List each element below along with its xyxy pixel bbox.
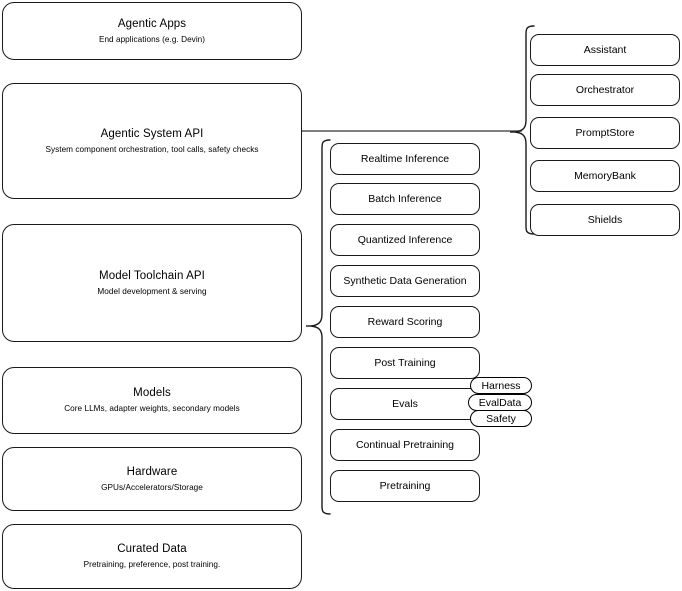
stack-layer-curated-data[interactable]: Curated Data Pretraining, preference, po…: [2, 524, 302, 589]
layer-subtitle: Model development & serving: [97, 286, 207, 296]
toolchain-component-realtime-inference[interactable]: Realtime Inference: [330, 143, 480, 175]
layer-subtitle: GPUs/Accelerators/Storage: [101, 482, 203, 492]
toolchain-component-post-training[interactable]: Post Training: [330, 347, 480, 379]
layer-title: Hardware: [126, 465, 178, 478]
toolchain-component-synthetic-data-generation[interactable]: Synthetic Data Generation: [330, 265, 480, 297]
agentic-component-orchestrator[interactable]: Orchestrator: [530, 74, 680, 106]
component-label: Pretraining: [379, 480, 431, 492]
layer-subtitle: Core LLMs, adapter weights, secondary mo…: [64, 404, 240, 413]
component-label: Synthetic Data Generation: [343, 275, 467, 287]
component-label: Evals: [392, 398, 418, 410]
toolchain-component-reward-scoring[interactable]: Reward Scoring: [330, 306, 480, 338]
component-label: Post Training: [374, 357, 436, 369]
stack-layer-agentic-system-api[interactable]: Agentic System API System component orch…: [2, 83, 302, 199]
stack-layer-models[interactable]: Models Core LLMs, adapter weights, secon…: [2, 367, 302, 434]
toolchain-component-quantized-inference[interactable]: Quantized Inference: [330, 224, 480, 256]
component-label: MemoryBank: [574, 170, 636, 182]
layer-subtitle: System component orchestration, tool cal…: [45, 144, 259, 154]
agentic-component-assistant[interactable]: Assistant: [530, 34, 680, 66]
agentic-component-promptstore[interactable]: PromptStore: [530, 117, 680, 149]
layer-subtitle: Pretraining, preference, post training.: [83, 560, 221, 569]
component-label: Orchestrator: [575, 84, 635, 96]
component-label: Continual Pretraining: [355, 439, 455, 451]
agentic-component-shields[interactable]: Shields: [530, 204, 680, 236]
layer-title: Curated Data: [117, 543, 187, 555]
layer-subtitle: End applications (e.g. Devin): [98, 34, 206, 44]
connector-line-system-api-to-components: [302, 126, 522, 136]
layer-title: Agentic Apps: [117, 17, 187, 30]
evals-subcomponent-safety[interactable]: Safety: [470, 410, 532, 427]
pill-label: Harness: [481, 379, 521, 392]
component-label: Batch Inference: [368, 193, 442, 205]
evals-subcomponent-harness[interactable]: Harness: [470, 377, 532, 394]
toolchain-component-pretraining[interactable]: Pretraining: [330, 470, 480, 502]
layer-title: Model Toolchain API: [99, 269, 205, 282]
pill-label: EvalData: [478, 396, 522, 409]
component-label: PromptStore: [575, 127, 635, 139]
toolchain-component-evals[interactable]: Evals: [330, 388, 480, 420]
layer-title: Agentic System API: [100, 127, 204, 140]
agentic-component-memorybank[interactable]: MemoryBank: [530, 160, 680, 192]
toolchain-component-batch-inference[interactable]: Batch Inference: [330, 183, 480, 215]
layer-title: Models: [133, 387, 171, 399]
evals-subcomponent-evaldata[interactable]: EvalData: [468, 394, 532, 411]
stack-layer-model-toolchain-api[interactable]: Model Toolchain API Model development & …: [2, 224, 302, 342]
toolchain-component-continual-pretraining[interactable]: Continual Pretraining: [330, 429, 480, 461]
pill-label: Safety: [486, 412, 516, 425]
component-label: Shields: [587, 214, 623, 226]
brace-model-toolchain: [306, 138, 332, 518]
component-label: Assistant: [583, 44, 627, 56]
component-label: Reward Scoring: [367, 316, 443, 328]
component-label: Quantized Inference: [357, 234, 453, 246]
stack-layer-hardware[interactable]: Hardware GPUs/Accelerators/Storage: [2, 447, 302, 511]
component-label: Realtime Inference: [360, 153, 450, 165]
stack-layer-agentic-apps[interactable]: Agentic Apps End applications (e.g. Devi…: [2, 2, 302, 60]
